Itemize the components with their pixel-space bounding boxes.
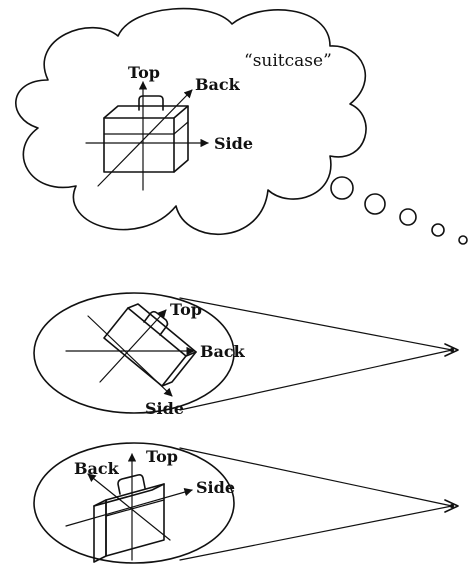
view-2: Back Top Side bbox=[33, 442, 459, 564]
back-label-1: Back bbox=[195, 75, 241, 94]
thought-dot-1 bbox=[330, 176, 354, 200]
view-2-sightline-bottom bbox=[179, 505, 453, 561]
thought-dot-4 bbox=[431, 223, 445, 237]
top-label-3: Top bbox=[146, 447, 178, 466]
side-label-1: Side bbox=[214, 134, 253, 153]
back-axis-1 bbox=[97, 89, 193, 187]
thought-bubble: “suitcase” Top Back Side bbox=[15, 7, 468, 245]
view-2-eye-pupil bbox=[450, 504, 454, 508]
side-axis-2 bbox=[87, 315, 173, 397]
back-label-3: Back bbox=[74, 459, 120, 478]
view-2-ellipse bbox=[33, 442, 235, 564]
thought-dot-5 bbox=[458, 235, 468, 245]
top-label-2: Top bbox=[170, 300, 202, 319]
top-label-1: Top bbox=[128, 63, 160, 82]
view-1-sightline-top bbox=[179, 297, 453, 351]
top-axis-2 bbox=[99, 309, 167, 383]
thought-dot-3 bbox=[399, 208, 417, 226]
view-2-sightline-top bbox=[179, 447, 453, 507]
view-2-suitcase bbox=[93, 474, 165, 563]
view-2-eye bbox=[444, 499, 459, 513]
side-label-2: Side bbox=[145, 399, 184, 418]
thought-dot-2 bbox=[364, 193, 386, 215]
view-1-eye-pupil bbox=[450, 348, 454, 352]
view-1-suitcase bbox=[103, 303, 197, 387]
view-1-ellipse bbox=[33, 292, 235, 414]
view-1-eye bbox=[444, 343, 459, 357]
view-1: Top Back Side bbox=[33, 292, 459, 418]
side-label-3: Side bbox=[196, 478, 235, 497]
thought-cloud bbox=[15, 7, 367, 235]
view-1-sightline-bottom bbox=[179, 349, 453, 411]
side-axis-3 bbox=[65, 488, 193, 527]
suitcase-icon bbox=[103, 95, 189, 173]
back-label-2: Back bbox=[200, 342, 246, 361]
back-axis-3 bbox=[87, 473, 171, 541]
suitcase-quote: “suitcase” bbox=[244, 51, 332, 71]
